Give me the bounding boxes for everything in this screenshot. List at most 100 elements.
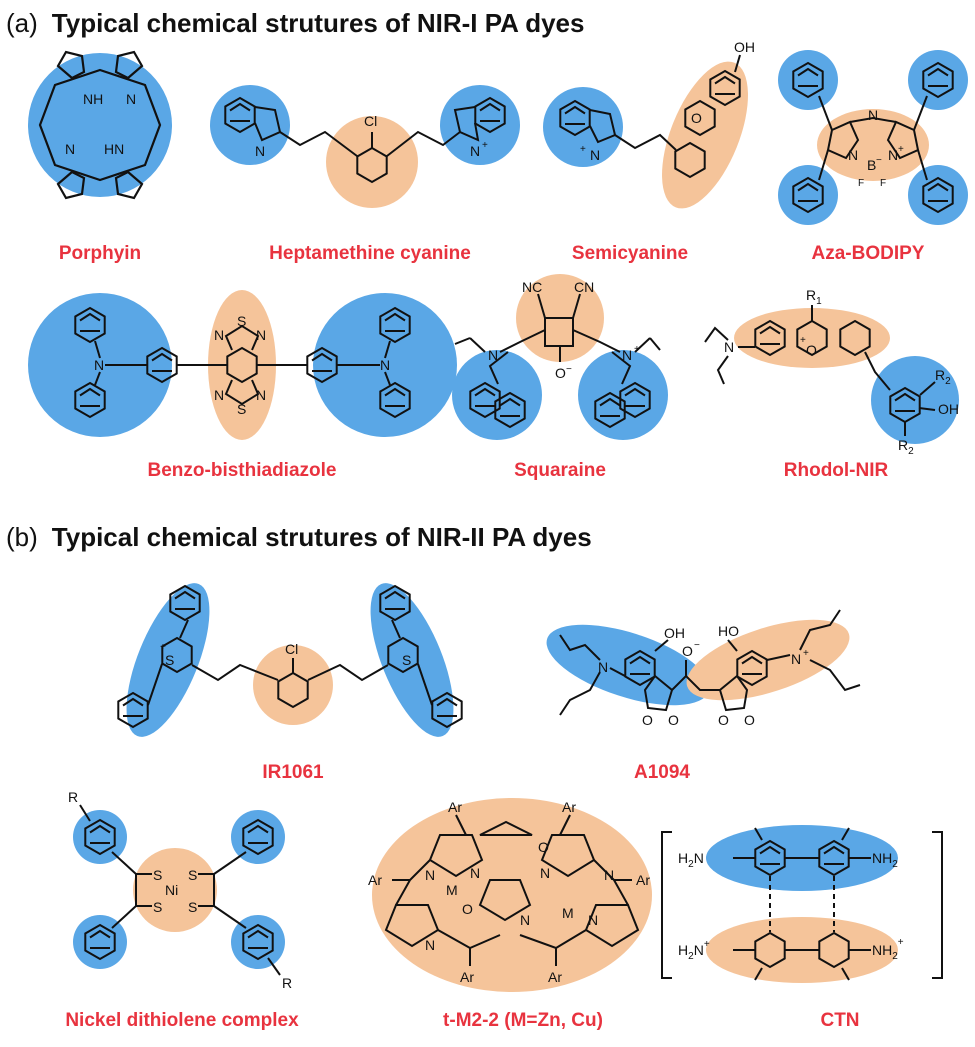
ctn-atom-h2n-top: H2N xyxy=(678,850,704,870)
aza-atom-f2: F xyxy=(880,178,886,189)
ir1061-atom-s-right: S xyxy=(402,652,411,668)
section-b-title: Typical chemical strutures of NIR-II PA … xyxy=(51,522,592,552)
squaraine-atom-n-right: N xyxy=(622,347,632,363)
tm22-atom-n4: N xyxy=(520,912,530,928)
rhodol-atom-r2-top: R2 xyxy=(935,367,951,387)
squaraine-atom-nc: NC xyxy=(522,279,542,295)
hepta-center-highlight xyxy=(326,116,418,208)
porphyin-structure: NH N N HN xyxy=(28,50,172,200)
bbtd-atom-n-br: N xyxy=(256,387,266,403)
a1094-atom-o4: O xyxy=(744,712,755,728)
squaraine-charge-minus: − xyxy=(566,364,572,375)
porphyin-atom-hn: HN xyxy=(104,141,124,157)
nickel-dithiolene-structure: R S Ni S S S R xyxy=(68,789,292,991)
t-m2-2-structure: Ar Ar Ar Ar Ar Ar N M N O N N M N O N N xyxy=(368,798,652,992)
semi-atom-o: O xyxy=(691,110,702,126)
semi-blue-highlight xyxy=(543,87,623,167)
aza-charge-minus: − xyxy=(876,155,882,166)
bbtd-atom-s-bottom: S xyxy=(237,401,246,417)
squaraine-atom-cn: CN xyxy=(574,279,594,295)
aza-atom-n-right: N xyxy=(888,147,898,163)
ni-atom-s-tr: S xyxy=(188,867,197,883)
tm22-atom-n7: N xyxy=(604,867,614,883)
tm22-atom-m1: M xyxy=(446,882,458,898)
ctn-atom-nh2-bottom: NH2+ xyxy=(872,937,904,962)
tm22-atom-ar5: Ar xyxy=(460,969,474,985)
a1094-structure: N OH O − HO N + O O O O xyxy=(546,609,861,728)
squaraine-structure: NC CN N N + O − xyxy=(452,274,668,440)
semi-charge-plus: + xyxy=(580,144,586,155)
tm22-atom-n5: N xyxy=(588,912,598,928)
squaraine-atom-o: O xyxy=(555,365,566,381)
caption-squaraine: Squaraine xyxy=(514,460,606,481)
rhodol-atom-oh: OH xyxy=(938,401,959,417)
bbtd-atom-s-top: S xyxy=(237,313,246,329)
rhodol-atom-o: O xyxy=(806,342,817,358)
semi-orange-highlight xyxy=(662,61,748,209)
aza-atom-f1: F xyxy=(858,178,864,189)
ctn-structure: H2N NH2 H2N+ NH2+ xyxy=(661,825,943,983)
caption-a1094: A1094 xyxy=(634,762,690,783)
rhodol-atom-r1: R1 xyxy=(806,287,822,307)
aza-bodipy-structure: N N N B − + F F xyxy=(778,50,968,225)
rhodol-atom-r2-bottom: R2 xyxy=(898,437,914,457)
ir1061-atom-s-left: S xyxy=(165,652,174,668)
tm22-atom-ar6: Ar xyxy=(548,969,562,985)
a1094-atom-o2: O xyxy=(668,712,679,728)
tm22-atom-m2: M xyxy=(562,905,574,921)
bbtd-atom-n-tl: N xyxy=(214,327,224,343)
semi-atom-n: N xyxy=(590,147,600,163)
rhodol-charge-plus: + xyxy=(800,335,806,346)
semi-atom-oh: OH xyxy=(734,39,755,55)
porphyin-atom-n1: N xyxy=(126,91,136,107)
heptamethine-structure: N Cl N + xyxy=(210,85,520,208)
ir1061-atom-cl: Cl xyxy=(285,641,298,657)
ctn-atom-nh2-top: NH2 xyxy=(872,850,898,870)
hepta-atom-n-right: N xyxy=(470,143,480,159)
ni-atom-s-bl: S xyxy=(153,899,162,915)
ir1061-core-highlight xyxy=(253,645,333,725)
caption-benzo-bisthiadiazole: Benzo-bisthiadiazole xyxy=(147,460,337,481)
ir1061-charge-plus: + xyxy=(160,642,166,653)
rhodol-nir-structure: R1 N O + R2 OH R2 xyxy=(704,287,959,457)
ctn-atom-h2n-bottom: H2N+ xyxy=(678,939,710,962)
aza-atom-b: B xyxy=(867,157,876,173)
ni-core-highlight xyxy=(133,848,217,932)
ir1061-structure: S + Cl S xyxy=(117,583,463,737)
bbtd-core-highlight xyxy=(208,290,276,440)
section-a-tag: (a) xyxy=(6,8,38,38)
tm22-atom-ar2: Ar xyxy=(562,799,576,815)
caption-ir1061: IR1061 xyxy=(262,762,324,783)
a1094-atom-o1: O xyxy=(642,712,653,728)
ni-atom-s-tl: S xyxy=(153,867,162,883)
tm22-atom-o1: O xyxy=(538,839,549,855)
caption-ctn: CTN xyxy=(820,1010,860,1031)
hepta-charge-plus: + xyxy=(482,140,488,151)
porphyin-atom-nh: NH xyxy=(83,91,103,107)
bbtd-atom-n-right: N xyxy=(380,357,390,373)
section-b-tag: (b) xyxy=(6,522,38,552)
tm22-core-highlight xyxy=(372,798,652,992)
ni-atom-r-bottom: R xyxy=(282,975,292,991)
a1094-atom-o-minus: O xyxy=(682,643,693,659)
a1094-charge-plus: + xyxy=(803,648,809,659)
rhodol-atom-n: N xyxy=(724,339,734,355)
porphyin-atom-n2: N xyxy=(65,141,75,157)
semicyanine-structure: OH N + O xyxy=(543,39,755,209)
aza-core-highlight xyxy=(817,109,929,181)
caption-heptamethine-cyanine: Heptamethine cyanine xyxy=(269,243,471,264)
hepta-right-highlight xyxy=(440,85,520,165)
hepta-atom-cl: Cl xyxy=(364,113,377,129)
tm22-atom-ar3: Ar xyxy=(368,872,382,888)
tm22-atom-ar1: Ar xyxy=(448,799,462,815)
hepta-left-highlight xyxy=(210,85,290,165)
aza-charge-plus: + xyxy=(898,144,904,155)
squaraine-atom-n-left: N xyxy=(488,347,498,363)
tm22-atom-n2: N xyxy=(470,865,480,881)
a1094-atom-n-left: N xyxy=(598,659,608,675)
section-b-heading: (b) Typical chemical strutures of NIR-II … xyxy=(6,522,592,553)
a1094-atom-n-right: N xyxy=(791,651,801,667)
a1094-atom-ho: HO xyxy=(718,623,739,639)
